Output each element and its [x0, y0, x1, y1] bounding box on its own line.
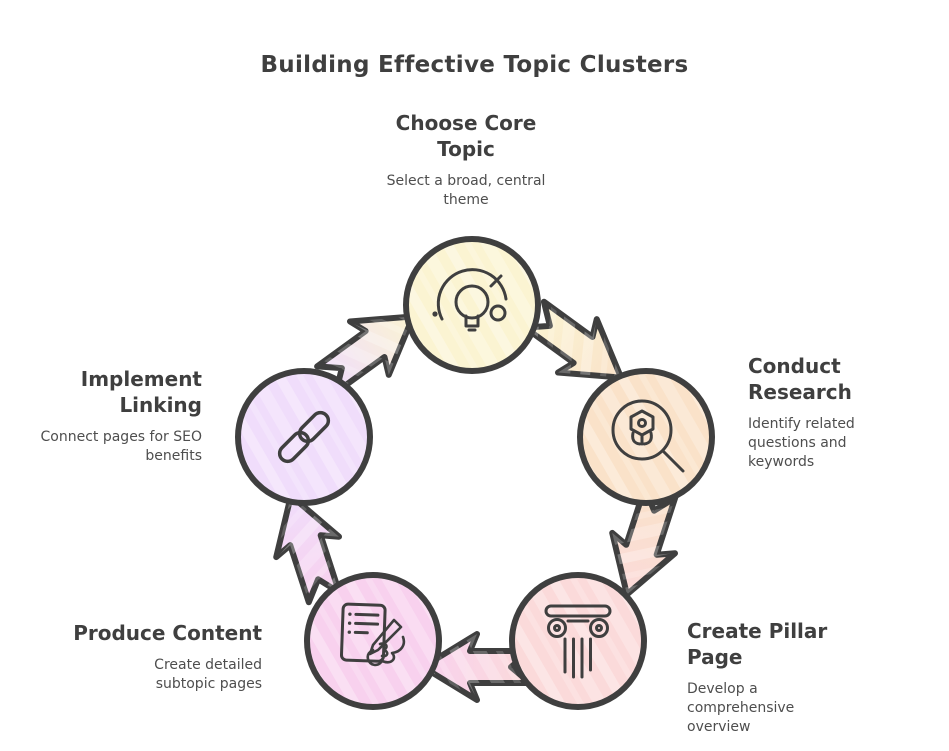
step-desc-create-pillar-page: Develop a comprehensive overview [687, 681, 795, 735]
step-circle-create-pillar-page [509, 572, 647, 710]
step-circle-produce-content [304, 572, 442, 710]
lightbulb-icon [432, 268, 508, 332]
step-desc-produce-content: Create detailed subtopic pages [154, 657, 262, 692]
step-group-implement-linking: Implement Linking Connect pages for SEO … [41, 366, 203, 466]
step-label-conduct-research: Conduct Research [748, 354, 852, 404]
step-group-produce-content: Produce Content Create detailed subtopic… [73, 620, 262, 694]
step-label-choose-core-topic: Choose Core Topic [395, 111, 537, 161]
pillar-icon [544, 604, 612, 679]
step-circle-conduct-research [577, 368, 715, 506]
chain-link-icon [277, 410, 331, 464]
step-group-conduct-research: Conduct Research Identify related questi… [748, 353, 855, 472]
step-circle-choose-core-topic [403, 236, 541, 374]
step-group-create-pillar-page: Create Pillar Page Develop a comprehensi… [687, 618, 827, 737]
step-circle-implement-linking [235, 368, 373, 506]
page-title: Building Effective Topic Clusters [260, 52, 689, 78]
step-label-create-pillar-page: Create Pillar Page [687, 619, 828, 669]
step-label-implement-linking: Implement Linking [80, 367, 202, 417]
document-pen-icon [339, 602, 406, 667]
step-desc-implement-linking: Connect pages for SEO benefits [40, 429, 203, 464]
step-desc-conduct-research: Identify related questions and keywords [748, 416, 855, 470]
step-label-produce-content: Produce Content [73, 621, 262, 645]
step-desc-choose-core-topic: Select a broad, central theme [386, 173, 546, 208]
step-group-choose-core-topic: Choose Core Topic Select a broad, centra… [366, 110, 566, 210]
magnifier-icon [611, 399, 685, 473]
